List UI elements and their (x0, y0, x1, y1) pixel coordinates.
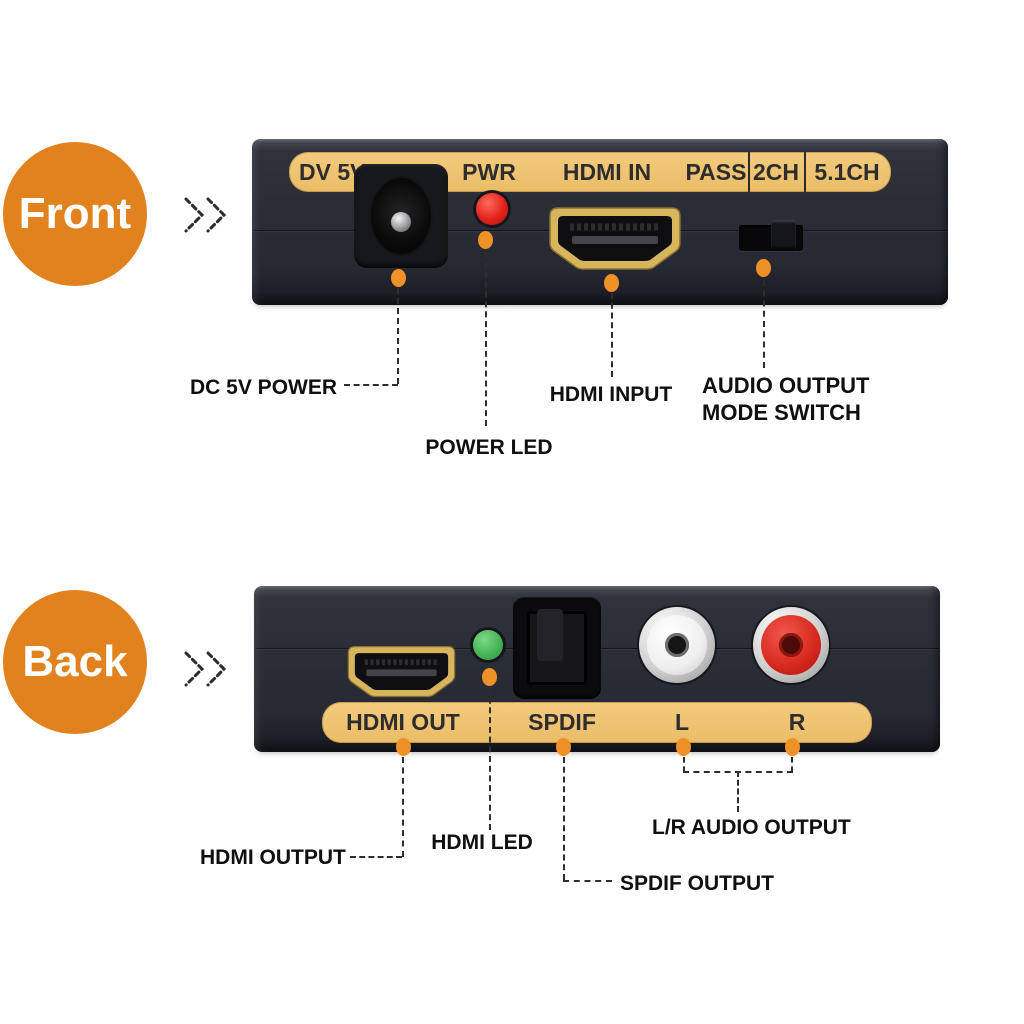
strip-divider (804, 152, 806, 192)
back-label-strip: HDMI OUT SPDIF L R (322, 702, 872, 743)
callout-power-led: POWER LED (425, 436, 553, 459)
back-panel: HDMI OUT SPDIF L R (254, 586, 940, 752)
strip-divider (748, 152, 750, 192)
callout-line (683, 757, 685, 772)
callout-mode-switch: AUDIO OUTPUT MODE SWITCH (702, 372, 869, 426)
callout-line (791, 757, 793, 772)
strip-label-l: L (674, 709, 690, 735)
marker-dot-spdif (556, 738, 571, 756)
callout-hdmi-input: HDMI INPUT (549, 383, 673, 406)
strip-label-hdmi-out: HDMI OUT (346, 709, 460, 735)
dc-jack-pin (391, 212, 411, 232)
back-badge: Back (3, 590, 147, 734)
callout-line (737, 771, 739, 812)
callout-mode-switch-line1: AUDIO OUTPUT (702, 373, 870, 398)
marker-dot-hdmi-led (482, 668, 497, 686)
marker-dot-hdmi-out (396, 738, 411, 756)
rca-right-hole (779, 633, 803, 657)
marker-dot-dc (391, 269, 406, 287)
rca-left-hole (665, 633, 689, 657)
strip-label-51ch: 5.1CH (814, 159, 880, 185)
power-led-icon (476, 193, 508, 225)
back-badge-label: Back (22, 637, 128, 686)
callout-spdif-output: SPDIF OUTPUT (620, 872, 775, 895)
hdmi-output-port-icon (347, 646, 456, 698)
strip-label-spdif: SPDIF (528, 709, 596, 735)
strip-label-r: R (788, 709, 806, 735)
front-panel: DV 5V PWR HDMI IN PASS 2CH 5.1CH (252, 139, 948, 305)
hdmi-led-icon (473, 630, 503, 660)
callout-lr-audio: L/R AUDIO OUTPUT (652, 816, 851, 839)
callout-line (489, 688, 491, 830)
callout-line (344, 384, 398, 386)
callout-line (611, 293, 613, 377)
marker-dot-switch (756, 259, 771, 277)
chevron-right-icon (184, 651, 227, 687)
front-badge: Front (3, 142, 147, 286)
marker-dot-pwr (478, 231, 493, 249)
callout-mode-switch-line2: MODE SWITCH (702, 400, 861, 425)
strip-label-pass: PASS (685, 159, 747, 185)
spdif-port-icon (513, 597, 601, 699)
marker-dot-l (676, 738, 691, 756)
callout-line (402, 757, 404, 857)
strip-label-hdmi-in: HDMI IN (562, 159, 652, 185)
callout-dc-power: DC 5V POWER (190, 376, 338, 399)
callout-line (763, 280, 765, 368)
callout-line (563, 757, 565, 880)
callout-line (485, 252, 487, 426)
hdmi-input-port-icon (549, 207, 681, 270)
audio-mode-switch-icon (739, 220, 803, 251)
rca-jack-right-icon (753, 607, 829, 683)
chevron-right-icon (184, 197, 227, 233)
strip-label-2ch: 2CH (752, 159, 800, 185)
strip-label-pwr: PWR (462, 159, 516, 185)
callout-line (397, 288, 399, 384)
callout-hdmi-output: HDMI OUTPUT (200, 846, 346, 869)
marker-dot-r (785, 738, 800, 756)
spdif-knob (537, 609, 563, 661)
callout-line (350, 856, 402, 858)
callout-line (563, 880, 612, 882)
rca-jack-left-icon (639, 607, 715, 683)
callout-hdmi-led: HDMI LED (431, 831, 533, 854)
switch-knob (771, 220, 796, 250)
front-badge-label: Front (18, 189, 132, 238)
marker-dot-hdmi (604, 274, 619, 292)
dc-power-jack-icon (354, 164, 448, 268)
